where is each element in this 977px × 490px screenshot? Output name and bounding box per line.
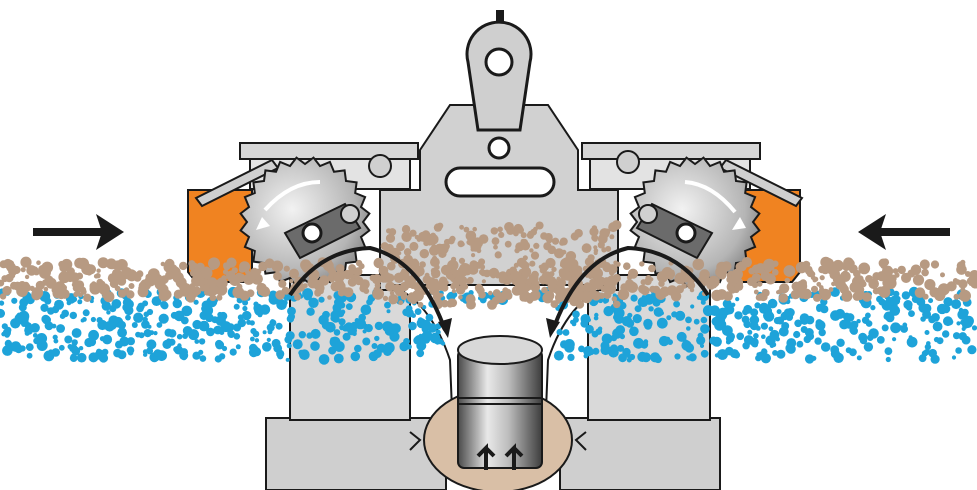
lifting-eye-icon [467, 10, 531, 130]
suction-pump-icon [458, 336, 542, 470]
arrow-left-icon [858, 214, 950, 250]
arrow-right-icon [33, 214, 124, 250]
